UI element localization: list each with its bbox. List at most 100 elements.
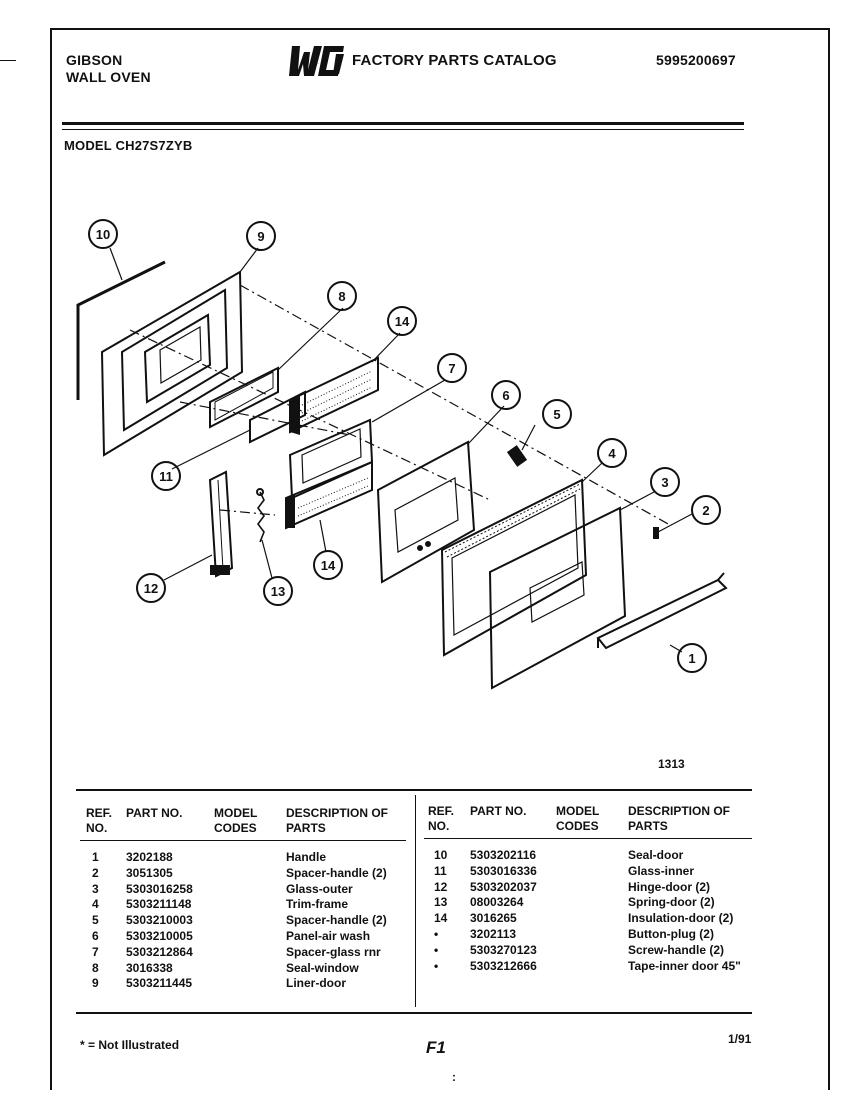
cell-description: Tape-inner door 45" (628, 958, 741, 973)
cell-ref-no: 2 (92, 865, 99, 880)
cell-description: Seal-window (286, 960, 359, 975)
cell-description: Insulation-door (2) (628, 911, 734, 926)
col-header-desc: DESCRIPTION OF PARTS (286, 806, 389, 835)
part-spacer-handle (506, 445, 528, 467)
part-handle (596, 572, 728, 650)
header-rule-thin (62, 129, 744, 130)
cell-part-no: 5303210003 (126, 913, 193, 928)
table-bottom-rule (76, 1012, 752, 1014)
callout-1: 1 (677, 643, 707, 673)
cell-ref-no: 8 (92, 960, 99, 975)
brand-name: GIBSON (66, 52, 123, 68)
parts-table-left: REF. NO. PART NO. MODEL CODES DESCRIPTIO… (86, 806, 406, 992)
page-frame (50, 28, 830, 1090)
part-insulation-door-upper (289, 356, 379, 435)
exploded-parts-diagram: 10 9 8 14 7 6 5 4 3 2 1 11 12 13 14 (76, 219, 728, 690)
cell-model-codes (556, 959, 628, 975)
logo-text: WCI (317, 63, 320, 65)
svg-text:4: 4 (608, 446, 616, 461)
callout-markers: 10 9 8 14 7 6 5 4 3 2 1 11 12 13 14 (88, 219, 721, 673)
cell-part-no: 5303270123 (470, 942, 537, 957)
cell-ref-no: 10 (434, 848, 448, 862)
callout-4: 4 (597, 438, 627, 468)
cell-part-no: 5303016258 (126, 881, 193, 896)
col-header-desc: DESCRIPTION OF PARTS (628, 804, 731, 833)
cell-part-no: 08003264 (470, 895, 524, 910)
cell-part-no: 3202188 (126, 850, 173, 864)
part-glass-outer (488, 506, 627, 690)
cell-part-no: 5303202037 (470, 879, 537, 894)
cell-description: Seal-door (628, 848, 684, 862)
svg-text:11: 11 (159, 469, 173, 484)
callout-7: 7 (437, 353, 467, 383)
svg-text:6: 6 (502, 388, 509, 403)
catalog-title: FACTORY PARTS CATALOG (352, 52, 557, 69)
cell-model-codes (556, 848, 628, 864)
part-spacer-handle-small (653, 527, 659, 539)
cell-model-codes (556, 943, 628, 959)
svg-text:10: 10 (96, 227, 110, 242)
cell-ref-no: 5 (92, 913, 99, 928)
cell-description: Spacer-handle (2) (286, 913, 387, 928)
callout-leaders (109, 247, 693, 653)
callout-6: 6 (491, 380, 521, 410)
cell-ref-no: 4 (92, 897, 99, 912)
cell-description: Screw-handle (2) (628, 942, 725, 957)
cell-ref-no: 9 (92, 976, 99, 991)
cell-ref-no: • (434, 958, 439, 973)
cell-ref-no: • (434, 926, 439, 941)
header-rule-thick (62, 122, 744, 125)
cell-ref-no: 6 (92, 928, 99, 943)
table-row: 10 5303202116 Seal-door (428, 848, 752, 864)
cell-model-codes (214, 882, 286, 898)
svg-text:12: 12 (144, 581, 158, 596)
svg-text:13: 13 (271, 584, 285, 599)
cell-description: Button-plug (2) (628, 926, 714, 941)
cell-part-no: 5303211445 (126, 976, 193, 991)
svg-text:9: 9 (257, 229, 264, 244)
col-header-model: MODEL CODES (556, 804, 600, 833)
cell-model-codes (556, 911, 628, 927)
table-header-rule-left (80, 840, 406, 841)
part-trim-frame (440, 478, 588, 657)
wci-logo-icon: WCI (289, 46, 344, 76)
cell-part-no: 5303016336 (470, 863, 537, 878)
part-glass-inner (249, 390, 306, 444)
cell-part-no: 5303212864 (126, 944, 193, 959)
cell-ref-no: 14 (434, 911, 448, 926)
table-column-divider (415, 795, 416, 1007)
cell-part-no: 3016265 (470, 911, 517, 926)
col-header-model: MODEL CODES (214, 806, 258, 835)
part-seal-window (209, 366, 279, 429)
callout-11: 11 (151, 461, 181, 491)
svg-text:1: 1 (688, 651, 695, 666)
cell-ref-no: 3 (92, 881, 99, 896)
cell-model-codes (556, 864, 628, 880)
svg-text:8: 8 (338, 289, 345, 304)
part-insulation-door-lower (285, 460, 373, 530)
svg-text:14: 14 (395, 314, 410, 329)
svg-text:5: 5 (553, 407, 560, 422)
callout-3: 3 (650, 467, 680, 497)
callout-2: 2 (691, 495, 721, 525)
col-header-ref: REF. NO. (86, 806, 113, 835)
svg-text:7: 7 (448, 361, 455, 376)
cell-ref-no: 12 (434, 879, 448, 894)
cell-ref-no: 1 (92, 850, 99, 864)
table-row: 14 3016265 Insulation-door (2) (428, 911, 752, 927)
callout-8: 8 (327, 281, 357, 311)
col-header-part: PART NO. (470, 804, 527, 818)
cell-ref-no: 11 (434, 863, 447, 878)
page-code: F1 (426, 1038, 446, 1057)
cell-part-no: 5303202116 (470, 848, 537, 862)
cell-model-codes (556, 880, 628, 896)
svg-text:2: 2 (702, 503, 709, 518)
